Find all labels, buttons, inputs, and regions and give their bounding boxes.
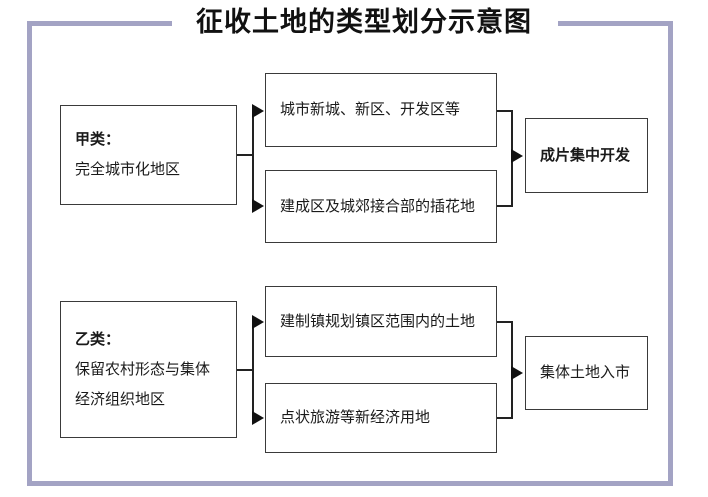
connector-a1-to-result xyxy=(497,110,513,112)
frame-border-right xyxy=(668,21,673,486)
arrowhead-to-b1 xyxy=(252,315,264,329)
arrowhead-to-result-b xyxy=(511,366,523,380)
connector-cat-b-trunk xyxy=(252,321,254,418)
connector-b1-to-result xyxy=(497,321,513,323)
category-a-desc: 完全城市化地区 xyxy=(75,162,181,178)
frame-border-top-right xyxy=(558,21,673,26)
subtype-a2-label: 建成区及城郊接合部的插花地 xyxy=(280,198,476,215)
connector-b2-to-result xyxy=(497,417,513,419)
category-box-b: 乙类： 保留农村形态与集体 经济组织地区 xyxy=(60,301,237,438)
frame-border-top-left xyxy=(27,21,172,26)
subtype-a1-label: 城市新城、新区、开发区等 xyxy=(280,102,461,118)
subtype-box-a2: 建成区及城郊接合部的插花地 xyxy=(265,170,497,243)
category-a-head: 甲类： xyxy=(75,132,121,148)
category-box-a: 甲类： 完全城市化地区 xyxy=(60,105,237,205)
arrowhead-to-a2 xyxy=(252,199,264,213)
arrowhead-to-b2 xyxy=(252,411,264,425)
subtype-b1-label: 建制镇规划镇区范围内的土地 xyxy=(280,313,476,330)
category-b-desc-2: 经济组织地区 xyxy=(75,391,166,408)
connector-cat-a-trunk xyxy=(252,110,254,206)
connector-a2-to-result xyxy=(497,205,513,207)
frame-border-bottom xyxy=(27,481,673,486)
subtype-box-b2: 点状旅游等新经济用地 xyxy=(265,383,497,453)
frame-border-left xyxy=(27,21,32,486)
connector-cat-a-stub xyxy=(237,154,253,156)
connector-cat-b-stub xyxy=(237,369,253,371)
subtype-box-a1: 城市新城、新区、开发区等 xyxy=(265,73,497,147)
result-box-a: 成片集中开发 xyxy=(525,118,648,193)
category-b-head: 乙类： xyxy=(75,331,121,348)
subtype-box-b1: 建制镇规划镇区范围内的土地 xyxy=(265,286,497,357)
result-a-label: 成片集中开发 xyxy=(540,147,631,164)
diagram-title: 征收土地的类型划分示意图 xyxy=(196,7,532,37)
category-b-desc-1: 保留农村形态与集体 xyxy=(75,361,211,378)
result-b-label: 集体土地入市 xyxy=(540,365,631,381)
arrowhead-to-result-a xyxy=(511,149,523,163)
arrowhead-to-a1 xyxy=(252,104,264,118)
result-box-b: 集体土地入市 xyxy=(525,336,648,410)
subtype-b2-label: 点状旅游等新经济用地 xyxy=(280,410,431,426)
